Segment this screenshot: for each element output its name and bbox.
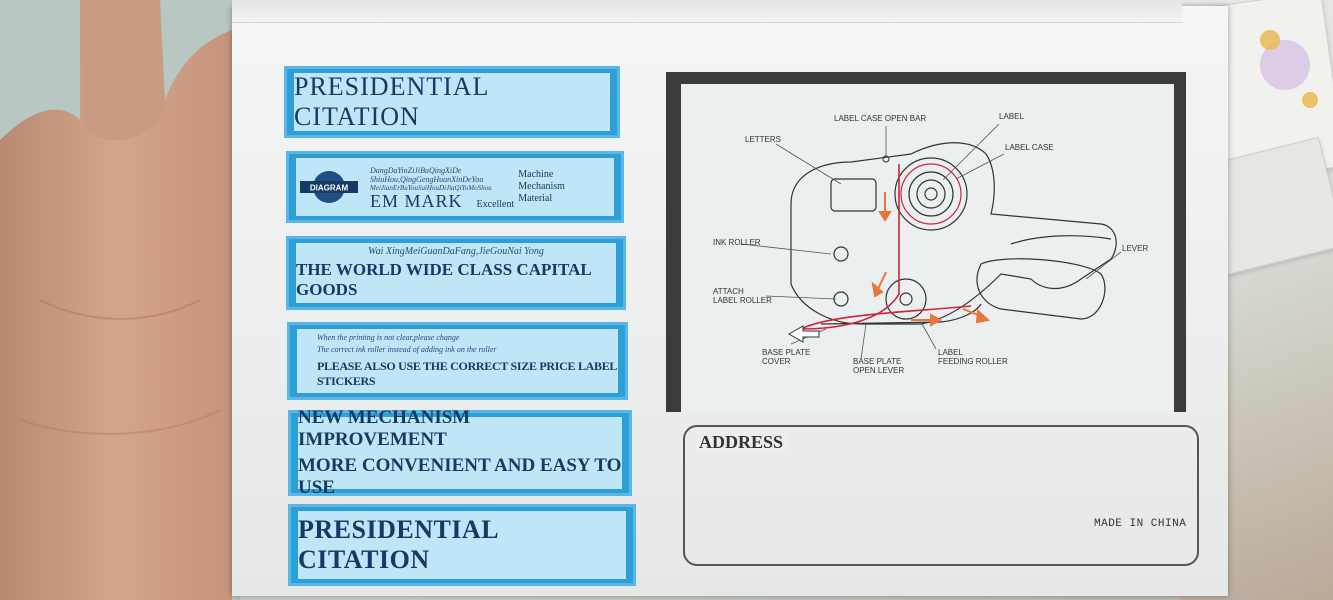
feeding-roller-label: FEEDING ROLLER	[938, 357, 1008, 366]
flower-print	[1260, 30, 1318, 108]
open-lever-label: OPEN LEVER	[853, 366, 905, 375]
banner-ink-roller-note: When the printing is not clear,please ch…	[287, 322, 628, 400]
note-title: PLEASE ALSO USE THE CORRECT SIZE PRICE L…	[317, 359, 617, 388]
made-in-china-text: MADE IN CHINA	[1094, 518, 1187, 530]
letters-label: LETTERS	[745, 135, 782, 144]
banner-line-1: NEW MECHANISM IMPROVEMENT	[298, 407, 471, 450]
pinyin-line-2: ShiuHou,QingGengHuanXinDeYou	[370, 174, 484, 184]
banner-em-mark: DIAGRAM DangDaYinZiJiBuQingXiDe ShiuHou,…	[286, 151, 624, 223]
label-roller-label: LABEL ROLLER	[713, 296, 772, 305]
labeler-diagram	[681, 84, 1174, 414]
pinyin-line-3: MeiJianErBuYouSuiHouDiJiaQiYoMoShou	[370, 183, 492, 192]
address-label: ADDRESS	[695, 432, 788, 453]
diagram-logo: DIAGRAM	[300, 169, 358, 205]
base-plate-label-2: BASE PLATE	[853, 357, 902, 366]
ink-roller-label: INK ROLLER	[713, 238, 761, 247]
banner-new-mechanism: NEW MECHANISM IMPROVEMENT MORE CONVENIEN…	[288, 407, 632, 498]
cover-label: COVER	[762, 357, 791, 366]
banner-line-2: MORE CONVENIENT AND EASY TO USE	[298, 455, 622, 498]
address-box	[683, 425, 1199, 566]
banner-presidential-citation-top: PRESIDENTIAL CITATION	[284, 66, 620, 138]
svg-text:DIAGRAM: DIAGRAM	[310, 184, 349, 193]
pinyin-slogan: Wai XingMeiGuanDaFang,JieGouNai Yong	[368, 246, 544, 257]
brand-name: EM MARK	[370, 190, 463, 211]
banner-title: PRESIDENTIAL CITATION	[298, 515, 498, 574]
hand-holding-box	[0, 0, 240, 600]
machine-text: Machine	[518, 169, 554, 180]
lever-label: LEVER	[1122, 244, 1149, 253]
label-label-2: LABEL	[938, 348, 963, 357]
banner-world-wide: Wai XingMeiGuanDaFang,JieGouNai Yong THE…	[286, 236, 626, 310]
label-case-label: LABEL CASE	[1005, 143, 1054, 152]
label-label: LABEL	[999, 112, 1024, 121]
labeler-drawing	[740, 123, 1122, 360]
banner-presidential-citation-bottom: PRESIDENTIAL CITATION	[288, 504, 636, 586]
excellent-text: Excellent	[476, 198, 515, 210]
material-text: Material	[518, 193, 553, 204]
attach-label: ATTACH	[713, 287, 744, 296]
pinyin-line-1: DangDaYinZiJiBuQingXiDe	[370, 165, 462, 175]
note-line-1: When the printing is not clear,please ch…	[317, 333, 460, 342]
note-line-2: The correct ink roller instead of adding…	[317, 345, 497, 354]
mechanism-text: Mechanism	[518, 181, 565, 192]
base-plate-label: BASE PLATE	[762, 348, 811, 357]
label-case-open-bar-label: LABEL CASE OPEN BAR	[834, 114, 927, 123]
banner-title: THE WORLD WIDE CLASS CAPITAL GOODS	[296, 260, 591, 299]
banner-title: PRESIDENTIAL CITATION	[294, 72, 489, 131]
box-flap	[232, 0, 1182, 23]
